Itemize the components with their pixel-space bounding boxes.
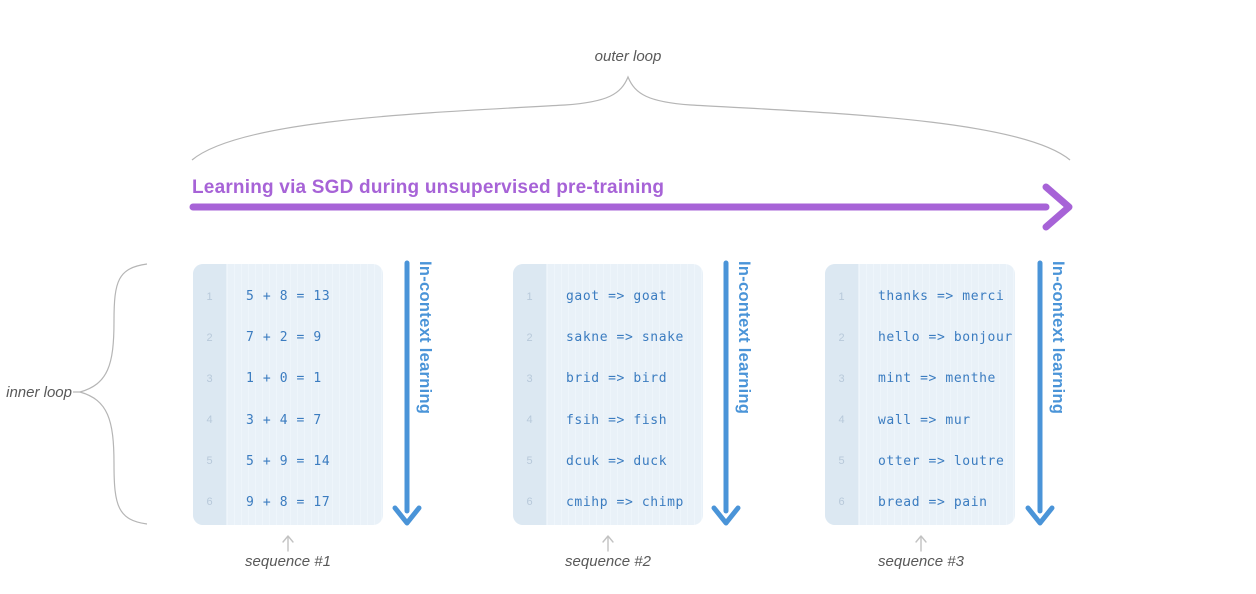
row-text: fsih => fish (566, 412, 668, 428)
row-number-gutter (193, 264, 226, 525)
row-number: 5 (526, 455, 533, 468)
sequence-panel-2: 1 gaot => goat 2 sakne => snake 3 brid => b… (513, 264, 703, 525)
example-row: 1 gaot => goat (513, 289, 703, 304)
row-number: 6 (838, 496, 845, 509)
row-text: dcuk => duck (566, 453, 668, 469)
example-row: 4 wall => mur (825, 413, 1015, 428)
sequence-up-arrow-1 (282, 535, 294, 552)
row-text: gaot => goat (566, 289, 668, 305)
row-text: 5 + 8 = 13 (246, 289, 331, 305)
sequence-label-3: sequence #3 (878, 553, 964, 570)
example-row: 4 3 + 4 = 7 (193, 413, 383, 428)
sequence-label-1: sequence #1 (245, 553, 331, 570)
example-row: 6 9 + 8 = 17 (193, 495, 383, 510)
sequence-panel-3: 1 thanks => merci 2 hello => bonjour 3 mint… (825, 264, 1015, 525)
row-number: 2 (838, 331, 845, 344)
row-text: wall => mur (878, 412, 971, 428)
outer-loop-brace (191, 75, 1071, 161)
sequence-up-arrow-3 (915, 535, 927, 552)
row-text: hello => bonjour (878, 330, 1013, 346)
row-number: 5 (206, 455, 213, 468)
row-text: bread => pain (878, 494, 988, 510)
row-text: 7 + 2 = 9 (246, 330, 322, 346)
row-number: 4 (206, 414, 213, 427)
row-number: 2 (206, 331, 213, 344)
in-context-learning-label-1: In-context learning (416, 261, 434, 415)
row-number-gutter (513, 264, 546, 525)
row-text: thanks => merci (878, 289, 1005, 305)
inner-loop-brace (77, 263, 148, 525)
row-number: 1 (206, 290, 213, 303)
sequence-panel-1: 1 5 + 8 = 13 2 7 + 2 = 9 3 1 + 0 = 1 4 3 + 4… (193, 264, 383, 525)
row-number: 3 (838, 372, 845, 385)
row-text: cmihp => chimp (566, 494, 684, 510)
row-text: 9 + 8 = 17 (246, 494, 331, 510)
example-row: 6 cmihp => chimp (513, 495, 703, 510)
example-row: 4 fsih => fish (513, 413, 703, 428)
row-number: 6 (526, 496, 533, 509)
row-number: 3 (526, 372, 533, 385)
example-row: 5 5 + 9 = 14 (193, 454, 383, 469)
sgd-heading: Learning via SGD during unsupervised pre… (192, 177, 665, 198)
example-row: 6 bread => pain (825, 495, 1015, 510)
example-row: 1 thanks => merci (825, 289, 1015, 304)
in-context-learning-label-3: In-context learning (1049, 261, 1067, 415)
example-row: 2 7 + 2 = 9 (193, 330, 383, 345)
example-row: 5 otter => loutre (825, 454, 1015, 469)
example-row: 3 1 + 0 = 1 (193, 371, 383, 386)
in-context-learning-label-2: In-context learning (735, 261, 753, 415)
example-row: 3 mint => menthe (825, 371, 1015, 386)
row-text: mint => menthe (878, 371, 996, 387)
row-number: 2 (526, 331, 533, 344)
example-row: 5 dcuk => duck (513, 454, 703, 469)
row-number: 1 (526, 290, 533, 303)
example-row: 2 hello => bonjour (825, 330, 1015, 345)
row-number: 1 (838, 290, 845, 303)
inner-loop-label: inner loop (6, 384, 72, 401)
row-text: otter => loutre (878, 453, 1005, 469)
sequence-up-arrow-2 (602, 535, 614, 552)
row-text: sakne => snake (566, 330, 684, 346)
sequence-label-2: sequence #2 (565, 553, 651, 570)
row-text: brid => bird (566, 371, 668, 387)
row-number-gutter (825, 264, 858, 525)
example-row: 1 5 + 8 = 13 (193, 289, 383, 304)
row-number: 4 (838, 414, 845, 427)
row-text: 1 + 0 = 1 (246, 371, 322, 387)
example-row: 3 brid => bird (513, 371, 703, 386)
outer-loop-label: outer loop (594, 48, 662, 65)
example-row: 2 sakne => snake (513, 330, 703, 345)
row-number: 4 (526, 414, 533, 427)
row-number: 3 (206, 372, 213, 385)
row-number: 5 (838, 455, 845, 468)
row-text: 5 + 9 = 14 (246, 453, 331, 469)
row-number: 6 (206, 496, 213, 509)
row-text: 3 + 4 = 7 (246, 412, 322, 428)
